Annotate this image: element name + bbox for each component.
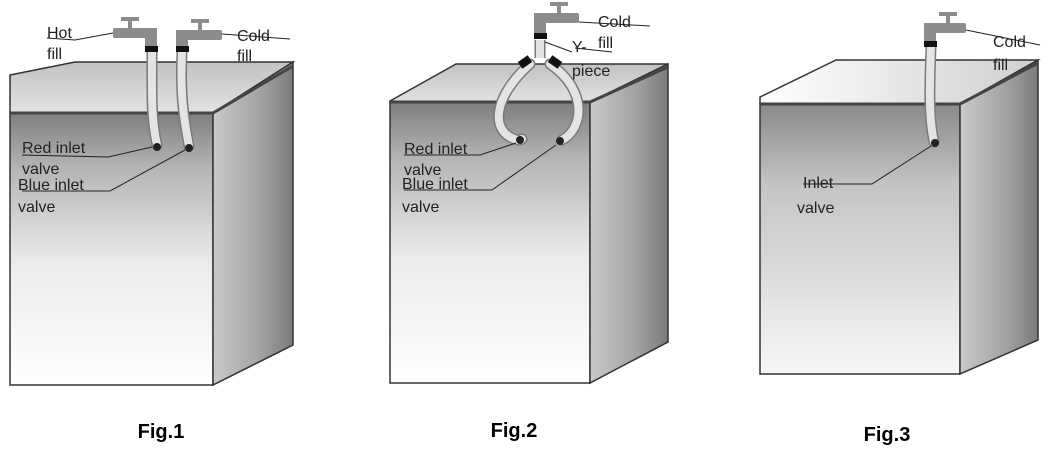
tap-handle [121,17,139,21]
cold-fill-label: fill [598,35,613,52]
cold-fill-label: fill [237,48,252,65]
worktop-edge [212,64,294,115]
tap-handle [550,2,568,6]
cabinet [759,58,1041,376]
tap-stem [946,14,950,24]
red-inlet-valve [516,136,524,144]
tap-handle [939,12,957,16]
blue-branch-hose [546,60,583,144]
leader-line [22,149,186,192]
figure-caption: Fig.3 [864,424,911,446]
red-inlet-label: valve [404,162,441,179]
tap-body [924,23,936,43]
y-piece-connector [517,55,533,69]
cold-tap [534,2,579,39]
leader-lines [404,21,651,191]
inlet-label: valve [797,200,834,217]
leader-lines [803,29,1041,185]
cabinet-side [959,58,1039,376]
cabinet [389,62,669,385]
cold-fill-label: Cold [237,28,270,45]
red-inlet-label: Red inlet [22,140,86,157]
y-piece-connector [547,55,563,69]
figure-caption: Fig.1 [138,421,185,443]
blue-inlet-label: valve [402,199,439,216]
hot-hose [147,48,161,149]
blue-inlet-valve [185,144,193,152]
cold-hose [925,42,938,146]
red-inlet-valve [153,143,161,151]
worktop-edge [959,61,1039,106]
tap-body [176,30,188,50]
blue-inlet-label: valve [18,199,55,216]
tap-stem [557,4,561,14]
leader-line [544,41,573,53]
leader-lines [21,32,291,192]
worktop-edge [589,65,669,104]
tap-stem [198,21,202,31]
hot-tap [113,17,158,52]
blue-inlet-label: Blue inlet [402,176,468,193]
y-piece [517,55,563,69]
blue-inlet-label: Blue inlet [18,177,84,194]
leader-line [965,29,1041,46]
leader-line [578,21,651,27]
inlet-valve [931,139,939,147]
leader-line [404,142,517,156]
tap-handle [191,19,209,23]
red-inlet-label: Red inlet [404,141,468,158]
tap-spout [928,23,966,33]
y-piece-label: Y- [572,39,587,56]
leader-line [574,47,613,53]
cold-tap [176,19,222,52]
hose-connector [534,33,547,39]
tap-spout [180,30,222,40]
hose-connector [924,41,937,47]
hot-fill-label: fill [47,46,62,63]
tap-spout [113,28,155,38]
leader-line [21,146,153,158]
tap-body [534,13,546,35]
cold-tap [924,12,966,47]
hose-connector [176,46,189,52]
cabinet-side [589,62,669,385]
leader-line [803,145,932,185]
y-piece-label: piece [572,63,610,80]
cold-hose [177,48,193,150]
inlet-label: Inlet [803,175,834,192]
cabinet-side [212,60,294,387]
red-inlet-label: valve [22,161,59,178]
blue-inlet-valve [556,137,564,145]
hoses [924,40,940,148]
leader-line [46,32,114,41]
cabinet-front [389,101,591,384]
figure-2: Cold fill Y- piece Red inlet valve Blue … [389,2,669,442]
figure-3: Cold fill Inlet valve Fig.3 [759,12,1041,446]
tap-body [145,28,157,50]
leader-line [404,144,557,191]
cold-fill-label: Cold [598,14,631,31]
cabinet [9,60,296,387]
cabinet-front [9,112,214,386]
cold-fill-label: fill [993,57,1008,74]
hot-fill-label: Hot [47,25,72,42]
cold-fill-label: Cold [993,34,1026,51]
hoses [146,46,195,152]
leader-line [221,33,291,40]
hose-connector [145,46,158,52]
figure-1: Hot fill Cold fill Red inlet valve Blue … [9,17,296,443]
tap-stem [128,19,132,29]
figure-caption: Fig.2 [491,420,538,442]
